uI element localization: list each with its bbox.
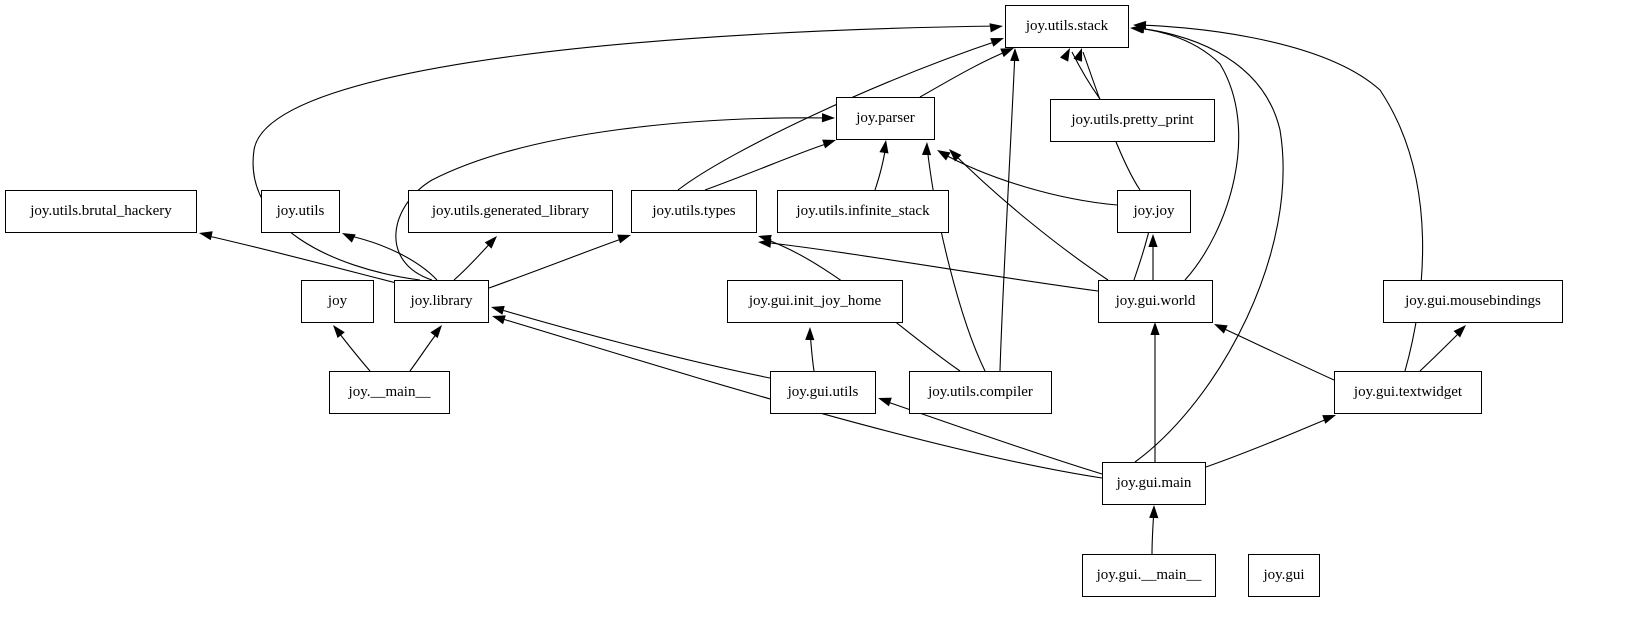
node-label: joy.utils.generated_library xyxy=(431,203,590,219)
graph-node-joy-parser[interactable]: joy.parser xyxy=(836,97,935,140)
graph-edge-library-to-stack xyxy=(252,25,1001,281)
arrowhead-joy-joy-to-parser xyxy=(937,150,951,161)
arrowhead-guimain-to-guiutils xyxy=(878,397,892,407)
graph-node-joy-utils[interactable]: joy.utils xyxy=(261,190,340,233)
graph-node-joy-gui-world[interactable]: joy.gui.world xyxy=(1098,280,1213,323)
graph-edge-guimain-to-stack xyxy=(1134,27,1284,463)
node-label: joy.utils.pretty_print xyxy=(1071,112,1194,128)
arrowhead-joy-joy-to-stack xyxy=(1073,48,1083,62)
arrowhead-main-to-library xyxy=(430,325,442,339)
arrowhead-world-to-joyjoy xyxy=(1148,234,1158,247)
arrowhead-library-to-parser xyxy=(821,113,835,123)
node-label: joy.gui.utils xyxy=(787,384,859,400)
graph-edge-library-to-parser xyxy=(395,117,833,281)
arrowhead-types-to-stack xyxy=(990,38,1004,47)
graph-edge-library-to-types xyxy=(488,236,628,289)
graph-node-joy-utils-pretty-print[interactable]: joy.utils.pretty_print xyxy=(1050,99,1215,142)
node-label: joy xyxy=(327,293,348,309)
graph-node-joy-utils-stack[interactable]: joy.utils.stack xyxy=(1005,5,1129,48)
graph-node-joy-utils-generated-library[interactable]: joy.utils.generated_library xyxy=(408,190,613,233)
arrowhead-library-to-stack xyxy=(989,23,1003,33)
graph-edge-compiler-to-stack xyxy=(999,51,1016,372)
node-label: joy.library xyxy=(410,293,473,309)
graph-edge-types-to-stack xyxy=(677,39,1001,191)
graph-edge-types-to-parser xyxy=(704,141,833,191)
arrowhead-guimain-to-textwidget xyxy=(1322,415,1336,424)
arrowhead-world-to-parser xyxy=(949,149,962,162)
node-label: joy.gui.textwidget xyxy=(1353,384,1463,400)
graph-edge-guiutils-to-library xyxy=(494,307,771,379)
arrowhead-guimain-to-world xyxy=(1150,322,1160,335)
arrowhead-guiutils-to-inithome xyxy=(805,327,815,341)
graph-node-joy[interactable]: joy xyxy=(301,280,374,323)
node-label: joy.joy xyxy=(1133,203,1175,219)
arrowhead-guimainmod-to-guimain xyxy=(1149,505,1159,519)
graph-node-joy-gui-textwidget[interactable]: joy.gui.textwidget xyxy=(1334,371,1482,414)
graph-edge-parser-to-stack xyxy=(919,49,1011,98)
graph-node-joy-utils-brutal-hackery[interactable]: joy.utils.brutal_hackery xyxy=(5,190,197,233)
arrowhead-world-to-types xyxy=(758,238,772,248)
graph-node-joy-utils-types[interactable]: joy.utils.types xyxy=(631,190,757,233)
node-label: joy.gui.__main__ xyxy=(1096,567,1202,583)
arrowhead-infinite-to-parser xyxy=(879,140,889,154)
arrowhead-guiutils-to-library xyxy=(491,305,505,315)
graph-edge-library-to-utils xyxy=(345,234,438,281)
graph-node-joy-utils-compiler[interactable]: joy.utils.compiler xyxy=(909,371,1052,414)
graph-node-joy-gui-init-joy-home[interactable]: joy.gui.init_joy_home xyxy=(727,280,903,323)
node-label: joy.utils.brutal_hackery xyxy=(30,203,172,219)
graph-edge-prettyprint-to-stack xyxy=(1071,51,1101,100)
node-label: joy.parser xyxy=(856,110,915,126)
graph-node-joy-joy[interactable]: joy.joy xyxy=(1117,190,1191,233)
graph-node-joy-gui-main-module[interactable]: joy.gui.__main__ xyxy=(1082,554,1216,597)
arrowhead-textwidget-to-mouse xyxy=(1453,325,1466,338)
node-label: joy.utils.types xyxy=(652,203,736,219)
graph-edge-joy-joy-to-parser xyxy=(939,151,1118,206)
arrowhead-guimain-to-library xyxy=(492,315,506,325)
graph-node-joy-gui[interactable]: joy.gui xyxy=(1248,554,1320,597)
graph-node-joy-main[interactable]: joy.__main__ xyxy=(329,371,450,414)
arrowhead-main-to-joy xyxy=(333,325,345,338)
arrowhead-library-to-types xyxy=(617,234,631,244)
graph-edge-guimain-to-guiutils xyxy=(881,399,1103,475)
arrowhead-textwidget-to-stack xyxy=(1133,20,1147,31)
node-label: joy.gui.init_joy_home xyxy=(748,293,882,309)
arrowhead-library-to-brutal xyxy=(199,231,213,241)
node-label: joy.gui xyxy=(1263,567,1305,583)
graph-edge-compiler-to-parser xyxy=(926,145,986,372)
node-label: joy.utils.compiler xyxy=(928,384,1033,400)
graph-edge-guimain-to-textwidget xyxy=(1205,416,1333,468)
graph-edge-textwidget-to-world xyxy=(1217,325,1335,381)
graph-node-joy-gui-mousebindings[interactable]: joy.gui.mousebindings xyxy=(1383,280,1563,323)
node-label: joy.gui.mousebindings xyxy=(1405,293,1541,309)
arrowhead-prettyprint-to-stack xyxy=(1059,48,1070,62)
node-label: joy.gui.world xyxy=(1115,293,1196,309)
node-label: joy.utils xyxy=(276,203,325,219)
node-label: joy.gui.main xyxy=(1116,475,1192,491)
graph-node-joy-gui-utils[interactable]: joy.gui.utils xyxy=(770,371,876,414)
arrowhead-types-to-parser xyxy=(822,139,836,149)
arrowhead-parser-to-stack xyxy=(1000,48,1014,58)
graph-edge-library-to-brutal xyxy=(203,234,401,285)
node-label: joy.utils.stack xyxy=(1025,18,1109,34)
graph-node-joy-utils-infinite-stack[interactable]: joy.utils.infinite_stack xyxy=(777,190,949,233)
arrowhead-compiler-to-parser xyxy=(921,142,932,156)
graph-node-joy-library[interactable]: joy.library xyxy=(394,280,489,323)
graph-edge-world-to-types xyxy=(761,241,1099,292)
graph-edge-world-to-parser xyxy=(951,151,1109,281)
arrowhead-library-to-genlib xyxy=(484,236,497,249)
arrowhead-library-to-utils xyxy=(342,233,356,243)
arrowhead-textwidget-to-world xyxy=(1214,324,1228,334)
node-label: joy.__main__ xyxy=(348,384,431,400)
graph-node-joy-gui-main[interactable]: joy.gui.main xyxy=(1102,462,1206,505)
arrowhead-compiler-to-stack xyxy=(1010,48,1020,62)
node-label: joy.utils.infinite_stack xyxy=(796,203,930,219)
